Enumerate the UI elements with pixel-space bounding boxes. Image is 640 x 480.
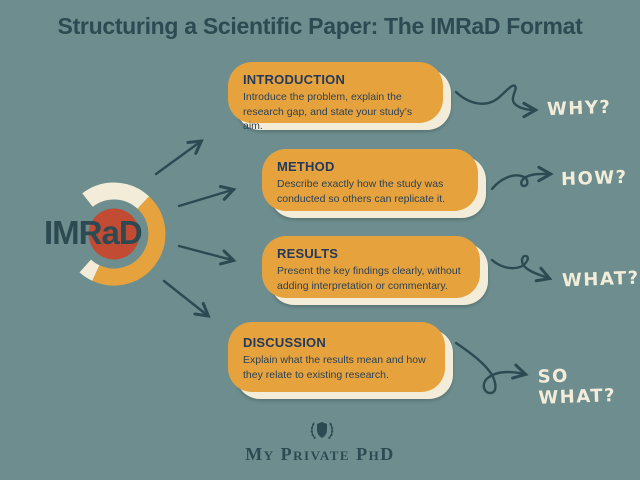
brand-name: My Private PhD [245, 444, 395, 464]
card-heading-discussion: DISCUSSION [243, 335, 326, 350]
card-method: METHOD Describe exactly how the study wa… [262, 149, 486, 218]
straight-arrow-to-results-icon [177, 244, 237, 266]
squiggle-arrow-how-icon [490, 165, 554, 191]
card-body-method: Describe exactly how the study was condu… [277, 178, 446, 205]
donut-arc-cream-tip [79, 259, 100, 281]
card-heading-results: RESULTS [277, 246, 339, 261]
card-heading-introduction: INTRODUCTION [243, 72, 346, 87]
question-label-why: WHY? [546, 96, 612, 121]
donut-center-circle [88, 208, 140, 260]
laurel-shield-icon [310, 422, 334, 439]
imrad-center-label: IMRaD [44, 214, 143, 251]
page-title: Structuring a Scientific Paper: The IMRa… [57, 13, 583, 39]
donut-arc-cream-top [82, 182, 150, 210]
question-label-what: WHAT? [561, 267, 640, 292]
card-body-discussion: Explain what the results mean and how th… [243, 354, 426, 381]
imrad-donut-chart-icon [79, 182, 166, 286]
card-results: RESULTS Present the key findings clearly… [262, 236, 488, 305]
card-body-results: Present the key findings clearly, withou… [277, 265, 461, 292]
question-label-how: HOW? [560, 166, 629, 191]
squiggle-arrow-why-icon [454, 84, 539, 119]
card-introduction: INTRODUCTION Introduce the problem, expl… [228, 62, 451, 132]
donut-arc-orange [92, 196, 166, 286]
squiggle-arrow-so-what-icon [454, 341, 529, 395]
squiggle-arrow-what-icon [490, 254, 553, 283]
card-heading-method: METHOD [277, 159, 335, 174]
question-label-so-what: SO WHAT? [537, 365, 617, 409]
card-discussion: DISCUSSION Explain what the results mean… [228, 322, 453, 399]
card-body-introduction: Introduce the problem, explain the resea… [243, 91, 413, 132]
straight-arrow-to-method-icon [177, 184, 237, 208]
